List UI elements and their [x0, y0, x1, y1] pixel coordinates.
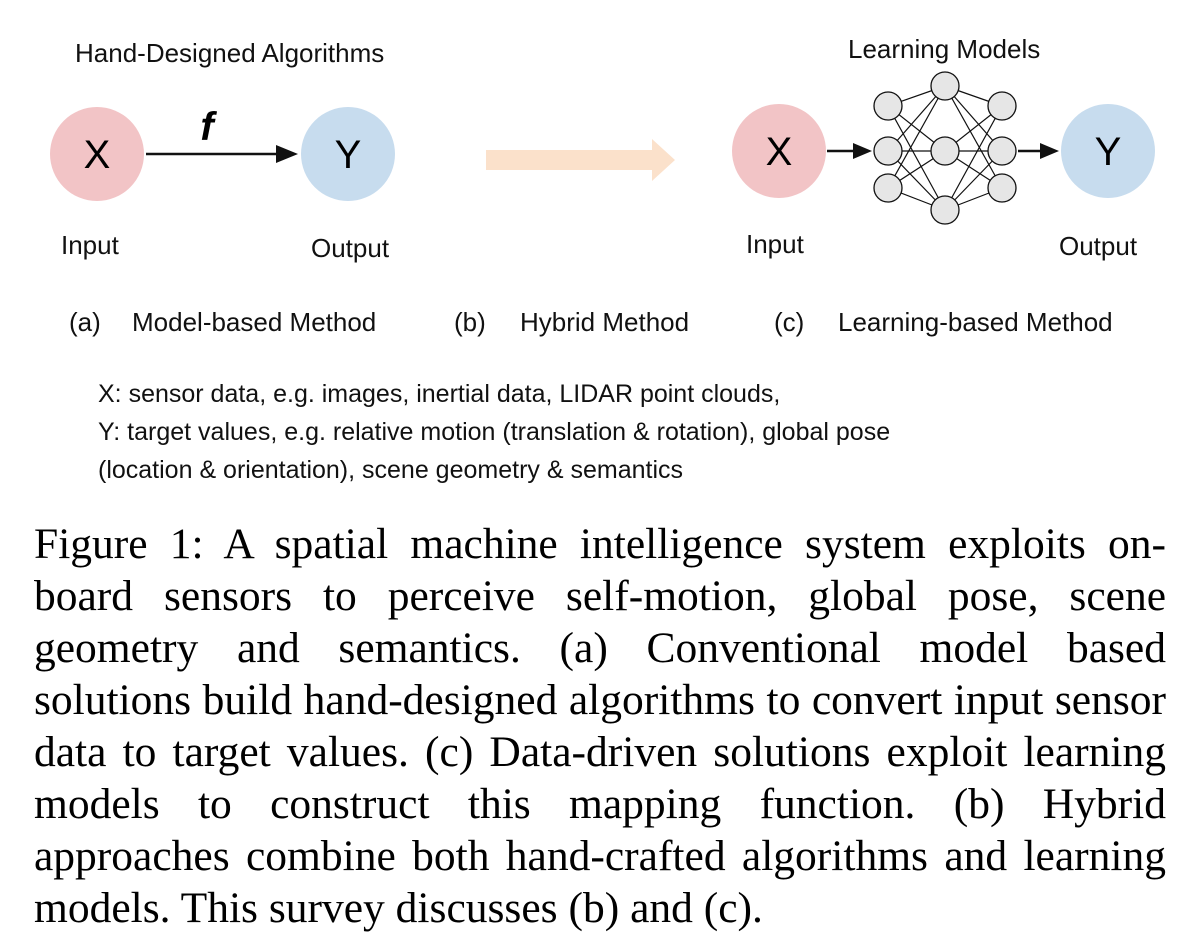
neuron-node — [987, 91, 1017, 121]
input-node-c — [732, 104, 826, 198]
subcaption-b-tag: (b) — [454, 307, 486, 337]
input-to-network-arrowhead — [853, 143, 872, 159]
function-label-f: f — [200, 105, 217, 149]
output-node-a — [301, 107, 395, 201]
network-edge — [944, 105, 1003, 211]
legend-x-line: X: sensor data, e.g. images, inertial da… — [98, 380, 781, 408]
neuron-node — [930, 136, 960, 166]
subcaption-b-name: Hybrid Method — [520, 307, 690, 337]
panel-a-input-label: Input — [61, 230, 119, 260]
legend-y-line: Y: target values, e.g. relative motion (… — [98, 418, 891, 446]
subcaption-a-tag: (a) — [69, 307, 101, 337]
neuron-node — [987, 136, 1017, 166]
diagram-canvas: X f Y X Y — [50, 71, 1155, 225]
neuron-node — [873, 173, 903, 203]
panel-c-output-label: Output — [1059, 231, 1138, 261]
panel-c-input-label: Input — [746, 229, 804, 259]
subcaption-c-tag: (c) — [774, 307, 805, 337]
figure-diagram: X f Y X Y Hand-Designed Algorithms Input… — [50, 34, 1155, 489]
neuron-node — [873, 136, 903, 166]
panel-a-title: Hand-Designed Algorithms — [75, 38, 385, 68]
neuron-node — [873, 91, 903, 121]
network-edge — [887, 85, 946, 189]
neuron-node — [930, 71, 960, 101]
subcaption-a-name: Model-based Method — [132, 307, 377, 337]
input-node-a-label: X — [84, 133, 111, 177]
legend-y-continuation: (location & orientation), scene geometry… — [98, 456, 683, 484]
output-node-c-label: Y — [1095, 130, 1122, 174]
variable-legend: X: sensor data, e.g. images, inertial da… — [98, 375, 890, 489]
output-node-a-label: Y — [335, 133, 362, 177]
subcaption-c-name: Learning-based Method — [838, 307, 1113, 337]
figure-caption: Figure 1: A spatial machine intelligence… — [34, 520, 1166, 932]
neuron-node — [987, 173, 1017, 203]
neuron-node — [930, 195, 960, 225]
output-node-c — [1061, 104, 1155, 198]
input-node-c-label: X — [766, 130, 793, 174]
hybrid-arrow — [486, 139, 675, 181]
function-arrowhead-a — [276, 145, 298, 163]
panel-a-output-label: Output — [311, 233, 390, 263]
panel-c-title: Learning Models — [848, 34, 1041, 64]
network-edge — [887, 105, 946, 211]
input-node-a — [50, 107, 144, 201]
network-to-output-arrowhead — [1040, 143, 1059, 159]
neural-network-nodes — [873, 71, 1017, 225]
network-edge — [944, 85, 1003, 189]
